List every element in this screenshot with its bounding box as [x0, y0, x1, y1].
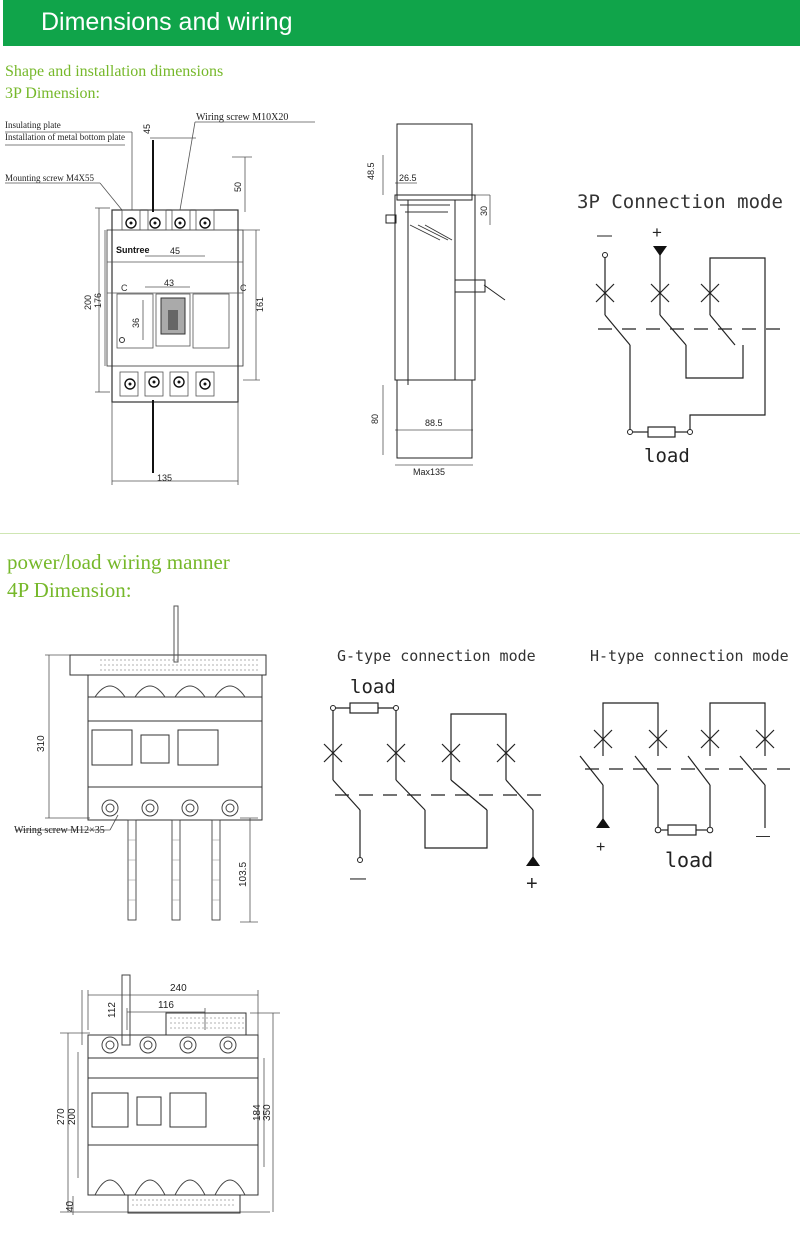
dim-45-mid: 45 — [170, 246, 180, 256]
dim-161: 161 — [255, 297, 265, 312]
svg-text:C: C — [121, 283, 128, 293]
dim-135: 135 — [157, 473, 172, 483]
side-dim-48-5: 48.5 — [366, 162, 376, 180]
g-type-load: load — [350, 676, 396, 698]
g-type-title: G-type connection mode — [337, 647, 536, 665]
section-divider — [0, 533, 800, 534]
dim4p-350: 350 — [262, 1104, 273, 1121]
dim4p-184: 184 — [252, 1104, 263, 1121]
side-dim-26-5: 26.5 — [399, 173, 417, 183]
side-dim-88-5: 88.5 — [425, 418, 443, 428]
dim4p-200: 200 — [67, 1108, 78, 1125]
dim4p-310: 310 — [36, 735, 47, 752]
dim-45-top: 45 — [142, 124, 152, 134]
svg-text:C: C — [240, 283, 247, 293]
callout-wiring-screw-m12: Wiring screw M12×35 — [14, 825, 105, 836]
callout-metal-bottom-plate: Installation of metal bottom plate — [5, 132, 125, 142]
dim-43: 43 — [164, 278, 174, 288]
dim-200: 200 — [83, 295, 93, 310]
section2-title: power/load wiring manner — [7, 550, 230, 574]
callout-mounting-screw: Mounting screw M4X55 — [5, 173, 94, 183]
conn3p-title: 3P Connection mode — [577, 191, 783, 213]
dim-36: 36 — [131, 318, 141, 328]
section2-subtitle: 4P Dimension: — [7, 578, 132, 602]
conn3p-plus: + — [652, 223, 662, 242]
header-bar: Dimensions and wiring — [3, 0, 800, 46]
section1-subtitle: 3P Dimension: — [5, 85, 100, 102]
dim4p-112: 112 — [107, 1002, 118, 1018]
g-type-plus: + — [526, 873, 538, 895]
dim4p-40: 40 — [65, 1200, 76, 1212]
side-dim-80: 80 — [370, 414, 380, 424]
h-type-minus: — — [756, 827, 770, 843]
side-dim-30: 30 — [479, 206, 489, 216]
dim-50: 50 — [233, 182, 243, 192]
g-type-minus: — — [350, 870, 366, 887]
callout-insulating-plate: Insulating plate — [5, 120, 61, 130]
h-type-title: H-type connection mode — [590, 647, 789, 665]
conn3p-load: load — [644, 445, 690, 467]
dim-176: 176 — [93, 293, 103, 308]
dim4p-270: 270 — [56, 1108, 67, 1125]
conn3p-minus: — — [597, 227, 612, 244]
callout-wiring-screw: Wiring screw M10X20 — [196, 112, 288, 123]
header-title: Dimensions and wiring — [41, 8, 293, 36]
h-type-load: load — [665, 848, 713, 872]
side-dim-max135: Max135 — [413, 467, 445, 477]
dim4p-116: 116 — [158, 1000, 174, 1011]
dim4p-240: 240 — [170, 983, 187, 994]
brand-label: Suntree — [116, 245, 150, 255]
h-type-plus: + — [596, 839, 605, 856]
section1-title: Shape and installation dimensions — [5, 63, 224, 80]
dim4p-103-5: 103.5 — [238, 862, 249, 887]
